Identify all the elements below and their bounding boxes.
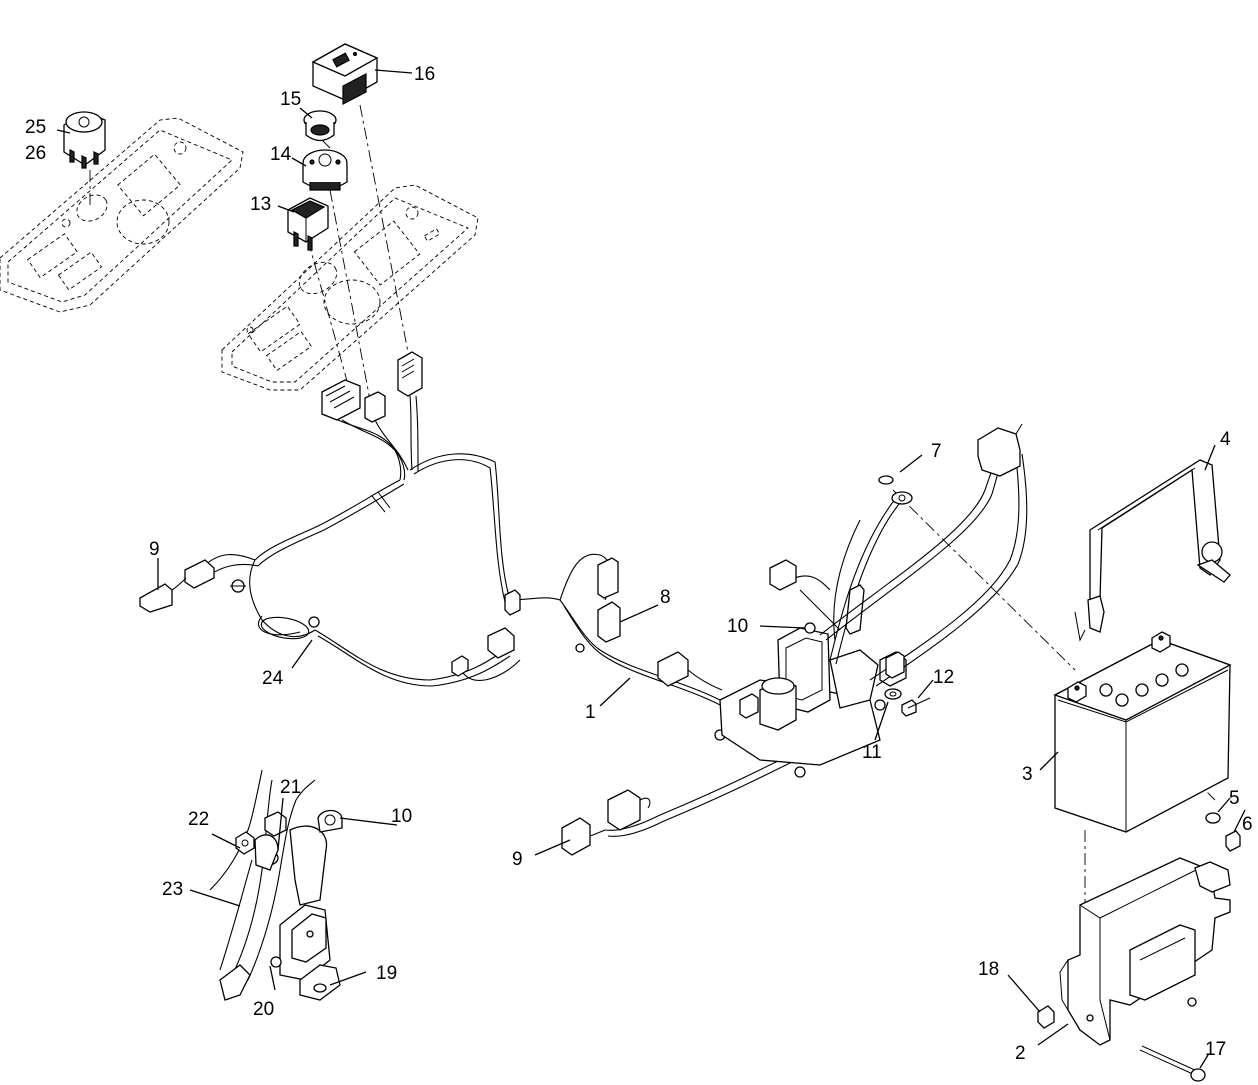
callout-8: 8: [660, 587, 671, 608]
callout-15: 15: [280, 89, 301, 110]
control-panel-left: [0, 117, 244, 313]
callout-9-upper: 9: [149, 539, 160, 560]
key-15: [303, 110, 337, 142]
main-wiring-harness: [139, 395, 806, 856]
callout-13: 13: [250, 194, 271, 215]
control-panel-main: [221, 184, 479, 391]
solenoid-assembly: [719, 423, 1028, 766]
ignition-switch-14: [302, 149, 348, 191]
callout-4: 4: [1220, 429, 1231, 450]
battery-bolts: [1037, 812, 1241, 1082]
callout-2: 2: [1015, 1043, 1026, 1064]
harness-connectors-top: [321, 351, 423, 423]
callout-12: 12: [933, 667, 954, 688]
leader-lines: [56, 69, 1246, 1069]
callout-23: 23: [162, 879, 183, 900]
callout-25: 25: [25, 117, 46, 138]
callout-20: 20: [253, 999, 274, 1020]
ignition-switch-25: [63, 111, 106, 169]
callout-10-detail: 10: [391, 806, 412, 827]
callout-5: 5: [1229, 788, 1240, 809]
callout-9-lower: 9: [512, 849, 523, 870]
callout-7: 7: [931, 441, 942, 462]
callout-3: 3: [1022, 764, 1033, 785]
callout-26: 26: [25, 143, 46, 164]
battery-strap-4: [1074, 459, 1231, 642]
hour-meter-16: [311, 43, 379, 105]
callout-22: 22: [188, 809, 209, 830]
callout-labels: 25 26 16 15 14 13 7 4 9 8 10 24 12 1 11 …: [25, 64, 1253, 1064]
callout-16: 16: [414, 64, 435, 85]
callout-24: 24: [262, 668, 284, 689]
callout-19: 19: [376, 963, 397, 984]
detail-view-solenoid: [209, 769, 343, 1001]
callout-10-center: 10: [727, 616, 748, 637]
callout-18: 18: [978, 959, 999, 980]
battery-tray-2: [1059, 857, 1231, 1046]
battery-3: [1053, 631, 1232, 833]
rocker-switch-13: [287, 197, 329, 251]
callout-11: 11: [862, 742, 882, 763]
callout-1: 1: [585, 702, 596, 723]
callout-17: 17: [1205, 1039, 1226, 1060]
callout-14: 14: [270, 144, 292, 165]
callout-6: 6: [1242, 814, 1253, 835]
hardware-small-parts: [878, 475, 931, 717]
callout-21: 21: [280, 777, 301, 798]
